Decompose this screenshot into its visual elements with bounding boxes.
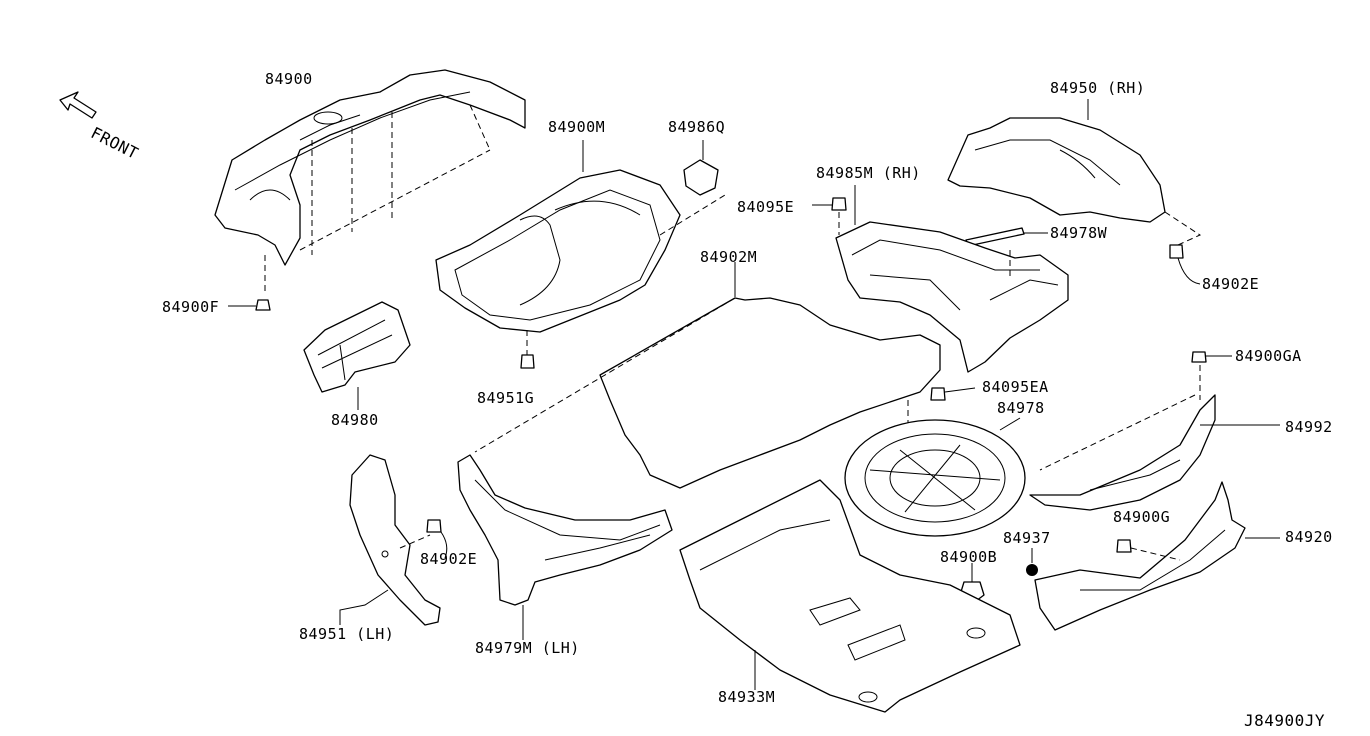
label-84900M: 84900M (548, 118, 606, 136)
bolt-84900GA (1191, 351, 1232, 363)
label-84985M-rh: 84985M (RH) (816, 164, 921, 182)
label-84937: 84937 (1003, 529, 1051, 547)
part-84902M-mat (474, 262, 941, 489)
label-84900: 84900 (265, 70, 313, 88)
clip-84902E-right (1169, 244, 1201, 285)
part-84980-bracket (303, 301, 411, 410)
label-84902M: 84902M (700, 248, 758, 266)
part-84978-spare-tray (844, 417, 1026, 537)
label-84933M: 84933M (718, 688, 776, 706)
part-84978W-strap (965, 227, 1048, 247)
label-84095E: 84095E (737, 198, 795, 216)
label-84902E-right: 84902E (1202, 275, 1260, 293)
label-84900G: 84900G (1113, 508, 1171, 526)
label-84979M-lh: 84979M (LH) (475, 639, 580, 657)
label-84095EA: 84095EA (982, 378, 1049, 396)
label-84978: 84978 (997, 399, 1045, 417)
drawing-id: J84900JY (1244, 711, 1326, 730)
bolt-84900G (1116, 539, 1181, 561)
part-84920 (1034, 481, 1280, 631)
label-84980: 84980 (331, 411, 379, 429)
part-84937-grommet (1026, 548, 1038, 576)
part-84979M-lh (457, 454, 673, 640)
label-84992: 84992 (1285, 418, 1333, 436)
part-84933M-floor (679, 479, 1021, 713)
clip-84902E-left (426, 519, 448, 559)
part-84900-trim (214, 69, 526, 295)
label-84900F: 84900F (162, 298, 220, 316)
label-84951G: 84951G (477, 389, 535, 407)
part-84950-rh-trim (947, 99, 1202, 246)
label-84920: 84920 (1285, 528, 1333, 546)
label-84902E-left: 84902E (420, 550, 478, 568)
label-84978W: 84978W (1050, 224, 1108, 242)
label-84900B: 84900B (940, 548, 998, 566)
part-84951-lh (339, 454, 441, 626)
front-arrow-icon (59, 91, 97, 119)
label-84950-rh: 84950 (RH) (1050, 79, 1146, 97)
bolt-84095E (812, 197, 847, 235)
part-84992 (1029, 365, 1280, 511)
label-84986Q: 84986Q (668, 118, 726, 136)
part-84900M-lid (435, 140, 726, 369)
clip-84900F (228, 299, 271, 311)
part-84986Q (683, 140, 719, 196)
label-84900GA: 84900GA (1235, 347, 1302, 365)
label-84951-lh: 84951 (LH) (299, 625, 395, 643)
part-84985M-rh (835, 185, 1069, 373)
